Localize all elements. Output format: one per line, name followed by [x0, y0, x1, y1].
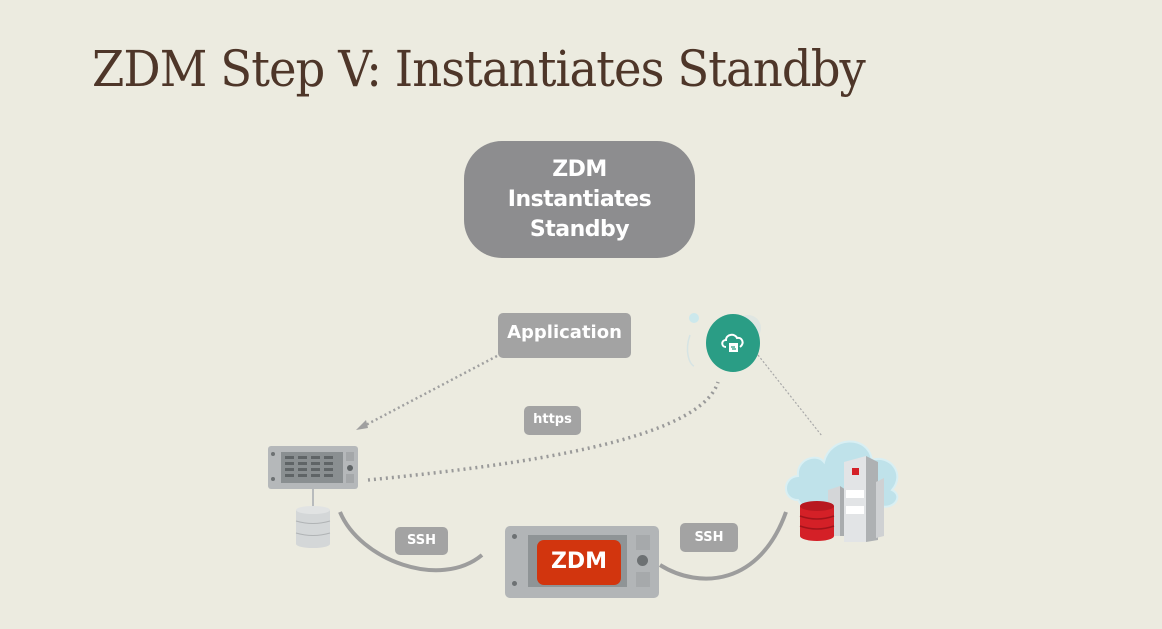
https-label: https: [524, 406, 581, 435]
target-cloud-datacenter-icon: [785, 440, 899, 542]
step-line-3: Standby: [529, 216, 630, 242]
step-box: ZDM Instantiates Standby: [464, 141, 695, 258]
step-line-2: Instantiates: [507, 186, 652, 212]
step-line-1: ZDM: [552, 156, 607, 182]
arrow-head-icon: [356, 420, 368, 430]
ssh-label-left: SSH: [395, 527, 448, 555]
slide-title: ZDM Step V: Instantiates Standby: [92, 40, 866, 98]
zdm-badge: ZDM: [537, 540, 621, 585]
application-label: Application: [498, 313, 631, 358]
ssh-label-right: SSH: [680, 523, 738, 552]
source-server-icon: [268, 446, 358, 548]
zdm-host-device: ZDM: [505, 526, 659, 598]
cloud-sync-icon: [706, 314, 760, 372]
